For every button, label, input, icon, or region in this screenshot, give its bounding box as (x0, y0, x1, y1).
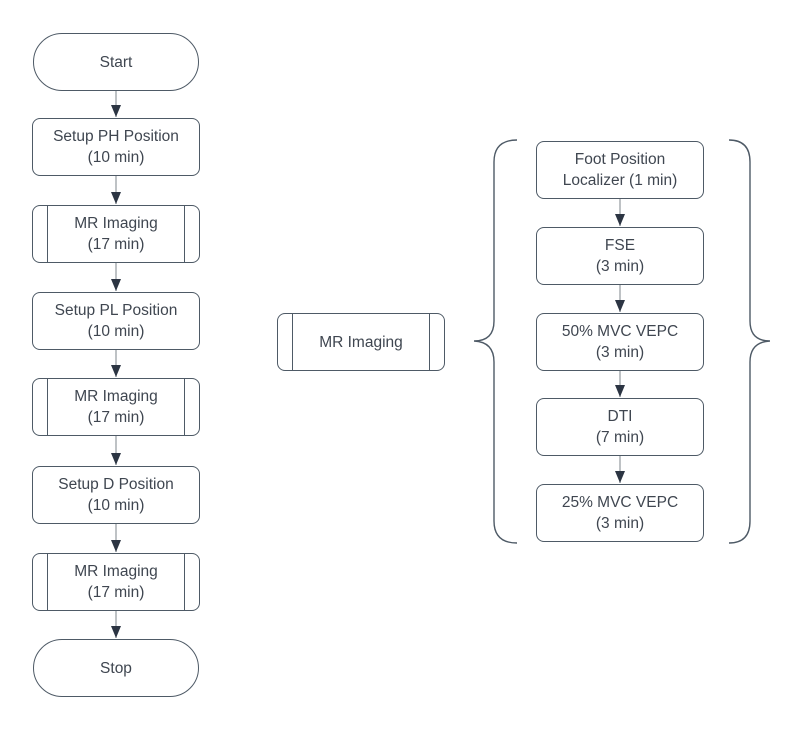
process-setup-pl-position: Setup PL Position (10 min) (32, 292, 200, 350)
process-foot-position-localizer: Foot Position Localizer (1 min) (536, 141, 704, 199)
node-title: MR Imaging (74, 215, 158, 232)
right-curly-brace (728, 139, 771, 544)
node-title: DTI (607, 408, 633, 425)
process-fse: FSE (3 min) (536, 227, 704, 285)
subprocess-mr-imaging-2: MR Imaging (17 min) (32, 378, 200, 436)
subprocess-stripe-left (47, 379, 48, 435)
node-duration: (17 min) (87, 236, 145, 253)
process-setup-d-position: Setup D Position (10 min) (32, 466, 200, 524)
node-duration: (10 min) (87, 323, 145, 340)
node-duration: (3 min) (595, 344, 645, 361)
node-duration: Localizer (1 min) (562, 172, 678, 189)
subprocess-stripe-right (429, 314, 430, 370)
node-title: MR Imaging (74, 563, 158, 580)
subprocess-mr-imaging-expanded: MR Imaging (277, 313, 445, 371)
node-title: Setup PH Position (53, 128, 179, 145)
node-duration: (3 min) (595, 258, 645, 275)
node-duration: (17 min) (87, 409, 145, 426)
process-50-mvc-vepc: 50% MVC VEPC (3 min) (536, 313, 704, 371)
node-title: Foot Position (574, 151, 666, 168)
node-duration: (10 min) (87, 497, 145, 514)
node-title: MR Imaging (74, 388, 158, 405)
node-label: MR Imaging (319, 333, 403, 351)
left-curly-brace (473, 139, 518, 544)
subprocess-stripe-right (184, 554, 185, 610)
process-setup-ph-position: Setup PH Position (10 min) (32, 118, 200, 176)
subprocess-stripe-left (47, 554, 48, 610)
subprocess-stripe-left (47, 206, 48, 262)
node-label: Start (99, 53, 133, 71)
process-dti: DTI (7 min) (536, 398, 704, 456)
node-title: 50% MVC VEPC (561, 323, 679, 340)
subprocess-stripe-left (292, 314, 293, 370)
node-label: Stop (100, 659, 132, 677)
node-duration: (17 min) (87, 584, 145, 601)
subprocess-mr-imaging-1: MR Imaging (17 min) (32, 205, 200, 263)
terminator-start: Start (33, 33, 199, 91)
node-title: Setup PL Position (54, 302, 178, 319)
node-duration: (10 min) (87, 149, 145, 166)
subprocess-stripe-right (184, 379, 185, 435)
node-title: FSE (604, 237, 636, 254)
node-title: Setup D Position (58, 476, 174, 493)
terminator-stop: Stop (33, 639, 199, 697)
node-title: 25% MVC VEPC (561, 494, 679, 511)
process-25-mvc-vepc: 25% MVC VEPC (3 min) (536, 484, 704, 542)
node-duration: (3 min) (595, 515, 645, 532)
node-duration: (7 min) (595, 429, 645, 446)
subprocess-mr-imaging-3: MR Imaging (17 min) (32, 553, 200, 611)
subprocess-stripe-right (184, 206, 185, 262)
